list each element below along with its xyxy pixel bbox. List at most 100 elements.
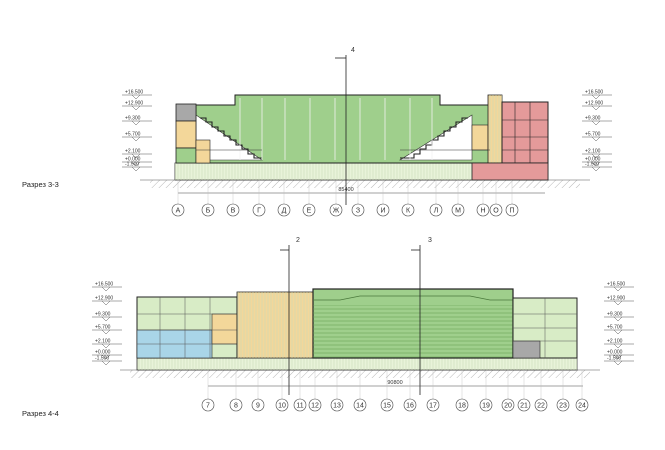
left-tribune-steps: [200, 117, 262, 159]
axis-bubble: [451, 203, 465, 217]
axis-bubble: [302, 203, 316, 217]
level-label: +9.300: [95, 312, 111, 318]
level-label: +16.500: [585, 90, 603, 96]
axis-bubble: [308, 398, 322, 412]
level-label: +0.000: [585, 157, 601, 163]
axis-bubble: [201, 398, 215, 412]
levels-right-3-3: +16.500+12.900+9.300+5.700+2.100+0.000-1…: [582, 90, 612, 172]
level-marker: [131, 105, 141, 111]
cut-mark-4: 4: [351, 47, 355, 54]
basement-pattern-4-4: [137, 358, 577, 370]
axis-label: Н: [480, 207, 485, 214]
atrium-pattern: [237, 292, 313, 358]
level-marker: [101, 354, 111, 360]
left-green-block: [175, 147, 197, 164]
level-label: +12.900: [125, 101, 143, 107]
axis-label: М: [455, 207, 461, 214]
axis-bubble: [353, 398, 367, 412]
axis-label: 22: [537, 402, 545, 409]
red-basement: [471, 162, 549, 181]
right-wing-gray: [512, 340, 541, 359]
axis-label: З: [356, 207, 360, 214]
level-marker: [613, 300, 623, 306]
cut-mark-2: 2: [296, 237, 300, 244]
axis-bubble: [429, 203, 443, 217]
left-wing-yellow: [211, 313, 238, 345]
axis-bubble: [455, 398, 469, 412]
level-marker: [591, 120, 601, 126]
axis-bubble: [501, 398, 515, 412]
level-label: +2.100: [125, 149, 141, 155]
axis-bubble: [401, 203, 415, 217]
level-label: +9.300: [125, 116, 141, 122]
right-tribune-steps: [400, 117, 468, 159]
axis-label: Е: [307, 207, 312, 214]
axis-label: 15: [383, 402, 391, 409]
level-marker: [101, 343, 111, 349]
levels-right-4-4: +16.500+12.900+9.300+5.700+2.100+0.000-1…: [604, 282, 634, 366]
level-marker: [613, 354, 623, 360]
axis-bubble: [275, 398, 289, 412]
axis-label: Ж: [333, 207, 340, 214]
dimension-3-3: 85400: [338, 187, 353, 193]
axis-bubble: [517, 398, 531, 412]
level-label: +5.700: [95, 325, 111, 331]
axis-bubble: [505, 203, 519, 217]
title-4-4: Разрез 4-4: [22, 409, 59, 418]
hall-seating-lines: [313, 305, 513, 358]
right-red-block: [501, 101, 549, 164]
axis-label: 18: [458, 402, 466, 409]
level-label: +16.500: [607, 282, 625, 288]
level-marker: [613, 343, 623, 349]
main-hall-section: [195, 94, 491, 164]
axis-bubble: [229, 398, 243, 412]
level-label: +2.100: [607, 339, 623, 345]
level-marker: [131, 153, 141, 159]
roof-truss: [313, 295, 513, 301]
hall-columns: [239, 98, 433, 160]
level-marker: [591, 153, 601, 159]
axis-label: Г: [257, 207, 261, 214]
axis-label: Д: [282, 207, 287, 214]
axis-bubble: [403, 398, 417, 412]
axis-bubble: [277, 203, 291, 217]
left-wing-floors: [137, 297, 237, 358]
level-label: +16.500: [125, 90, 143, 96]
axis-bubble: [171, 203, 185, 217]
level-label: -1.500: [607, 356, 621, 362]
axis-label: 11: [296, 402, 303, 409]
right-stair-pattern: [488, 95, 502, 163]
axis-bubble: [201, 203, 215, 217]
level-marker: [591, 166, 601, 172]
level-label: +9.300: [585, 116, 601, 122]
axis-bubble: [376, 203, 390, 217]
axis-label: 17: [429, 402, 437, 409]
level-marker: [613, 286, 623, 292]
axis-bubble: [351, 203, 365, 217]
axis-label: 24: [578, 402, 586, 409]
title-3-3: Разрез 3-3: [22, 180, 59, 189]
level-marker: [591, 161, 601, 167]
level-marker: [101, 316, 111, 322]
axis-bubble: [380, 398, 394, 412]
level-marker: [613, 360, 623, 366]
axis-label: П: [509, 207, 514, 214]
axis-label: Б: [206, 207, 211, 214]
axis-label: К: [406, 207, 411, 214]
levels-left-4-4: +16.500+12.900+9.300+5.700+2.100+0.000-1…: [92, 282, 122, 366]
axis-bubble: [329, 203, 343, 217]
left-yellow-block: [175, 120, 197, 149]
section-4-4: 2 3 +16.500+12.900+9.300+5.700+2.100+0.0…: [22, 237, 634, 418]
level-marker: [101, 360, 111, 366]
axis-label: 21: [520, 402, 528, 409]
levels-left-3-3: +16.500+12.900+9.300+5.700+2.100+0.000-1…: [122, 90, 152, 172]
level-marker: [591, 94, 601, 100]
level-marker: [101, 300, 111, 306]
level-marker: [131, 136, 141, 142]
cut-mark-3: 3: [428, 237, 432, 244]
level-label: +0.000: [607, 350, 623, 356]
level-label: +5.700: [125, 132, 141, 138]
level-label: -1.500: [95, 356, 109, 362]
